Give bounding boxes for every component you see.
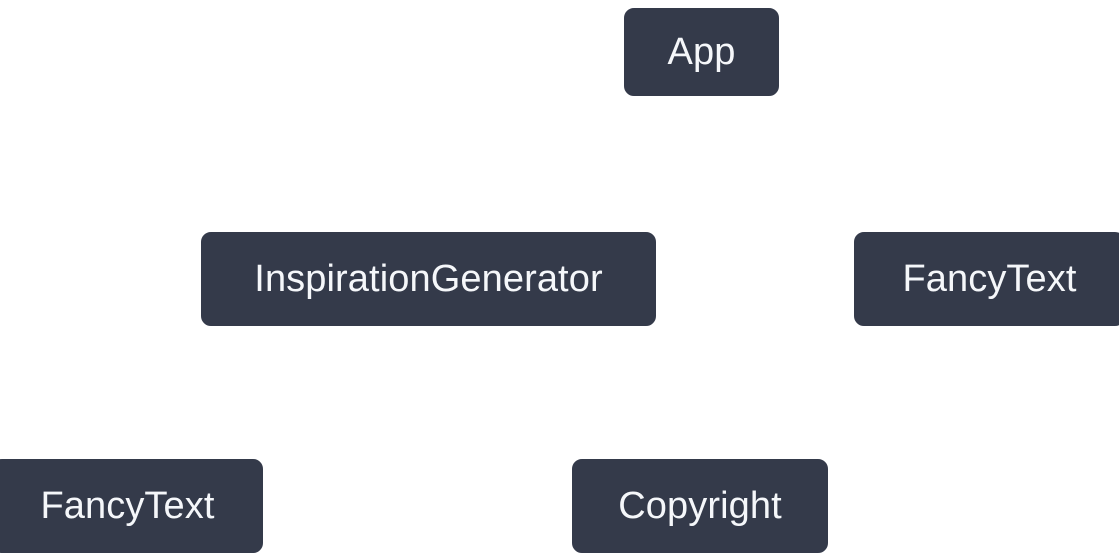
edge-inspiration-fork-left (345, 383, 431, 401)
node-fancytext-right[interactable]: FancyText (850, 228, 1119, 330)
node-fancytext-bottom-label: FancyText (40, 485, 215, 527)
node-app-label: App (667, 31, 736, 73)
edge-inspiration-to-fancytext-horizontal (128, 395, 213, 455)
node-inspiration-generator[interactable]: InspirationGenerator (197, 228, 660, 330)
edge-app-to-inspiration-horizontal (413, 168, 500, 228)
node-copyright[interactable]: Copyright (568, 455, 832, 557)
edge-app-to-fancytext-horizontal (911, 168, 985, 228)
edge-label-app-to-inspiration-generator: renders (513, 155, 603, 182)
edge-app-fork-right (697, 156, 782, 174)
edge-label-inspiration-to-fancytext-bottom: renders (227, 382, 317, 409)
node-inspiration-generator-label: InspirationGenerator (254, 258, 603, 300)
edge-label-app-to-fancytext-right: renders (808, 155, 898, 182)
node-fancytext-bottom[interactable]: FancyText (0, 455, 267, 557)
node-copyright-label: Copyright (618, 485, 782, 527)
edge-inspiration-fork-right (425, 383, 500, 401)
node-app[interactable]: App (620, 4, 783, 100)
edge-app-fork-left (617, 156, 703, 174)
node-fancytext-right-label: FancyText (902, 258, 1077, 300)
edge-inspiration-to-copyright-horizontal (627, 395, 698, 455)
edge-label-inspiration-to-copyright: renders (525, 382, 615, 409)
